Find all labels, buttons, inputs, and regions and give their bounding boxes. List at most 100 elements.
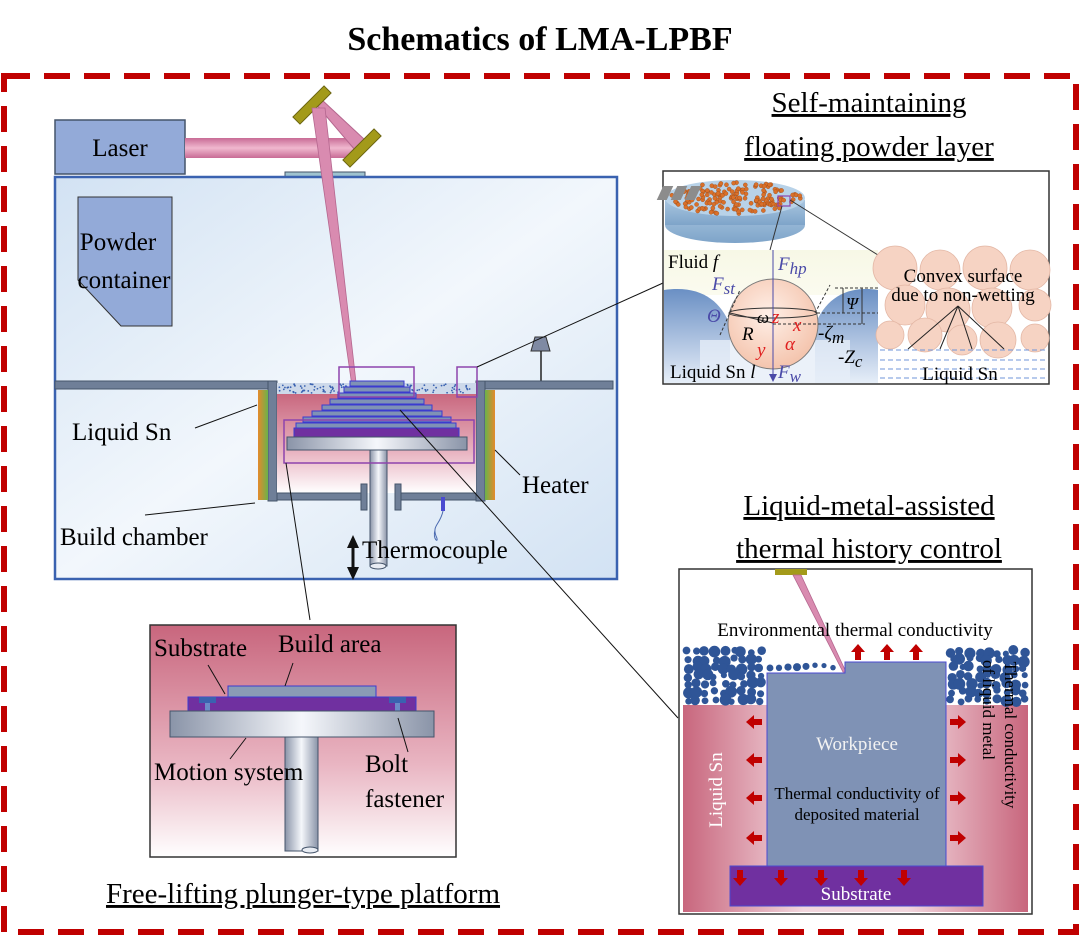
- figure-title: Schematics of LMA-LPBF: [347, 21, 732, 58]
- powder-dot: [432, 389, 435, 392]
- powder-dot: [284, 386, 286, 389]
- convex-leader-3: [957, 305, 973, 350]
- blue-powder-particle: [700, 689, 709, 698]
- orange-particle: [694, 202, 699, 207]
- powder-dot: [340, 384, 343, 387]
- powder-dot: [432, 384, 435, 387]
- main-schematic: Laser Powder container: [53, 85, 679, 719]
- powder-dot: [311, 383, 314, 386]
- orange-particle: [754, 198, 759, 203]
- thermal-substrate: [729, 865, 984, 907]
- orange-particle: [797, 193, 803, 198]
- blue-powder-particle: [945, 648, 956, 658]
- substrate-label: Substrate: [154, 635, 247, 662]
- heat-arrow-down-icon: [733, 870, 747, 886]
- orange-particle: [740, 190, 745, 195]
- blue-powder-particle: [745, 693, 757, 705]
- powder-dot: [451, 386, 454, 389]
- platform-shaft-end: [301, 846, 319, 854]
- orange-particle: [731, 194, 736, 200]
- powder-dot: [294, 392, 297, 394]
- blue-powder-particle: [755, 655, 763, 663]
- heater-leader: [494, 449, 521, 476]
- blue-powder-particle: [953, 653, 966, 665]
- motion-system-label: Motion system: [154, 759, 304, 786]
- blue-powder-particle: [992, 694, 1002, 704]
- powder-dot: [432, 391, 434, 394]
- powder-dot: [316, 387, 319, 390]
- heat-arrow-right-icon: [950, 753, 966, 767]
- heater-label: Heater: [522, 472, 589, 499]
- zoom-box-platform: [283, 419, 475, 464]
- powder-dot: [313, 389, 316, 391]
- powder-dot: [465, 386, 468, 388]
- orange-particle: [713, 184, 718, 189]
- zeta-m-label: -ζm: [818, 323, 844, 347]
- substrate-leader: [207, 664, 226, 695]
- blue-powder-particle: [684, 680, 692, 689]
- orange-particle: [717, 203, 723, 209]
- orange-particle: [726, 186, 732, 192]
- powder-dot: [458, 388, 461, 391]
- blue-powder-particle: [963, 660, 974, 672]
- orange-particle: [747, 207, 753, 213]
- deposited-conductivity-line2: deposited material: [794, 805, 919, 824]
- blue-powder-particle: [995, 655, 1003, 664]
- blue-powder-particle: [756, 697, 764, 706]
- orange-particle: [733, 206, 738, 212]
- orange-particle: [767, 182, 772, 188]
- orange-particle: [761, 208, 766, 213]
- thermocouple-label: Thermocouple: [362, 537, 508, 564]
- non-wetting-particle: [1020, 323, 1050, 353]
- blue-powder-particle: [964, 694, 973, 703]
- convex-leader-4: [957, 305, 1005, 350]
- laser-nozzle: [775, 569, 807, 575]
- axis-x-label: x: [792, 315, 802, 336]
- orange-particle: [729, 189, 735, 194]
- orange-particle: [725, 206, 730, 212]
- convex-leader-1: [907, 305, 959, 350]
- powder-dot: [466, 388, 469, 391]
- printed-track: [670, 186, 688, 200]
- substrate-main: [293, 427, 460, 438]
- build-area-label: Build area: [278, 631, 381, 658]
- printed-track: [684, 186, 702, 200]
- liquid-sn-label: Liquid Sn: [72, 419, 172, 446]
- workpiece-layer: [321, 404, 433, 411]
- build-chamber-leader: [144, 502, 256, 516]
- blue-powder-particle: [957, 698, 965, 706]
- orange-particle: [699, 192, 705, 197]
- connector-to-thermal-panel: [399, 409, 679, 719]
- laser-label: Laser: [92, 135, 148, 162]
- blue-powder-particle: [1003, 688, 1011, 696]
- powder-dot: [289, 386, 292, 389]
- blue-powder-particle: [734, 646, 746, 658]
- blue-powder-particle: [1021, 672, 1028, 679]
- powder-dot: [435, 386, 438, 389]
- orange-particle: [704, 192, 710, 198]
- build-floor-right: [484, 380, 614, 390]
- disk-zoom-box: [777, 195, 791, 207]
- orange-particle: [712, 196, 718, 201]
- blue-powder-particle: [784, 663, 792, 671]
- connector-to-floating-panel: [476, 282, 664, 368]
- platform-heading: Free-lifting plunger-type platform: [106, 878, 500, 910]
- workpiece-layer: [329, 398, 425, 405]
- disk-leader-2: [789, 199, 879, 256]
- powder-dot: [340, 386, 343, 389]
- blue-powder-particle: [1020, 647, 1030, 658]
- blue-powder-particle: [976, 665, 984, 673]
- mirror-lower: [342, 128, 382, 168]
- non-wetting-particle: [1018, 288, 1052, 322]
- blue-powder-particle: [685, 698, 692, 705]
- heat-arrow-down-icon: [854, 870, 868, 886]
- orange-particle: [736, 186, 741, 191]
- thermal-liquid-sn-label: Liquid Sn: [706, 752, 727, 828]
- blue-powder-particle: [1021, 681, 1029, 689]
- orange-particle: [753, 182, 759, 187]
- heat-arrow-left-icon: [746, 715, 762, 729]
- platform-plate: [286, 436, 468, 451]
- printed-track: [656, 186, 674, 200]
- blue-powder-particle: [712, 656, 721, 665]
- build-chamber-wall-right: [475, 380, 486, 502]
